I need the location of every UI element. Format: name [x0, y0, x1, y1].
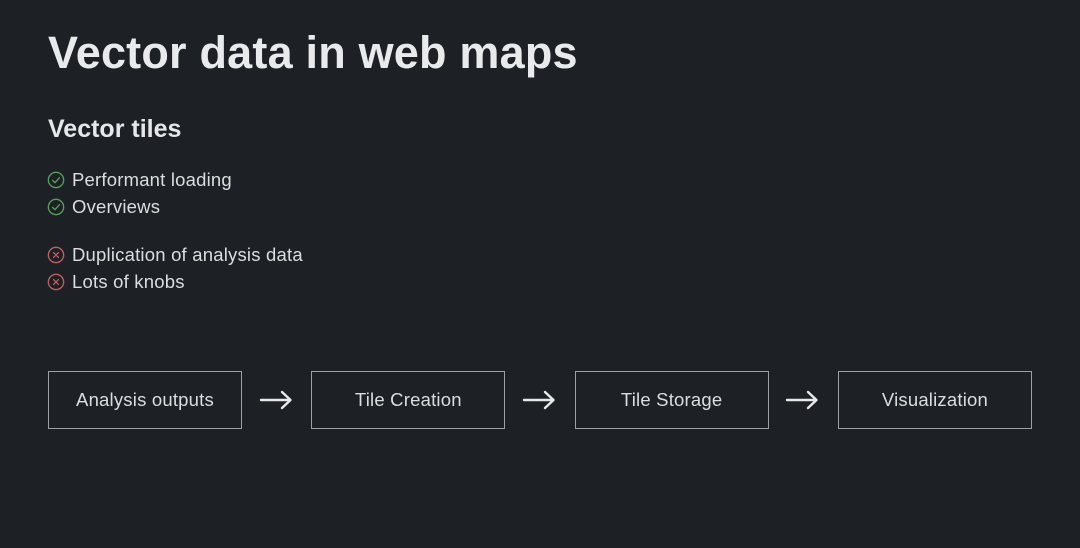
list-item: Overviews [47, 193, 232, 220]
section-heading: Vector tiles [48, 115, 182, 143]
bullet-label: Overviews [72, 195, 161, 217]
list-item: Duplication of analysis data [47, 241, 303, 268]
flow-step-label: Tile Creation [354, 389, 462, 410]
flow-step-tile-creation: Tile Creation [311, 371, 506, 429]
arrow-right-icon [259, 388, 295, 412]
x-circle-icon [47, 273, 65, 291]
flow-step-analysis-outputs: Analysis outputs [48, 371, 242, 429]
flow-step-tile-storage: Tile Storage [574, 371, 769, 429]
slide-title: Vector data in web maps [48, 27, 578, 78]
flow-step-label: Visualization [881, 389, 988, 410]
flow-step-visualization: Visualization [837, 371, 1032, 429]
check-circle-icon [47, 198, 65, 216]
flow-step-label: Tile Storage [620, 389, 723, 410]
bullet-label: Lots of knobs [72, 270, 185, 292]
pros-list: Performant loading Overviews [47, 166, 232, 220]
arrow-right-icon [522, 388, 558, 412]
cons-list: Duplication of analysis data Lots of kno… [47, 241, 303, 295]
list-item: Lots of knobs [47, 268, 303, 295]
check-circle-icon [47, 171, 65, 189]
bullet-label: Duplication of analysis data [72, 243, 303, 265]
bullet-label: Performant loading [72, 168, 232, 190]
arrow-right-icon [785, 388, 821, 412]
list-item: Performant loading [47, 166, 232, 193]
flow-diagram: Analysis outputs Tile Creation Tile Stor… [48, 371, 1032, 429]
x-circle-icon [47, 246, 65, 264]
flow-step-label: Analysis outputs [76, 389, 214, 410]
